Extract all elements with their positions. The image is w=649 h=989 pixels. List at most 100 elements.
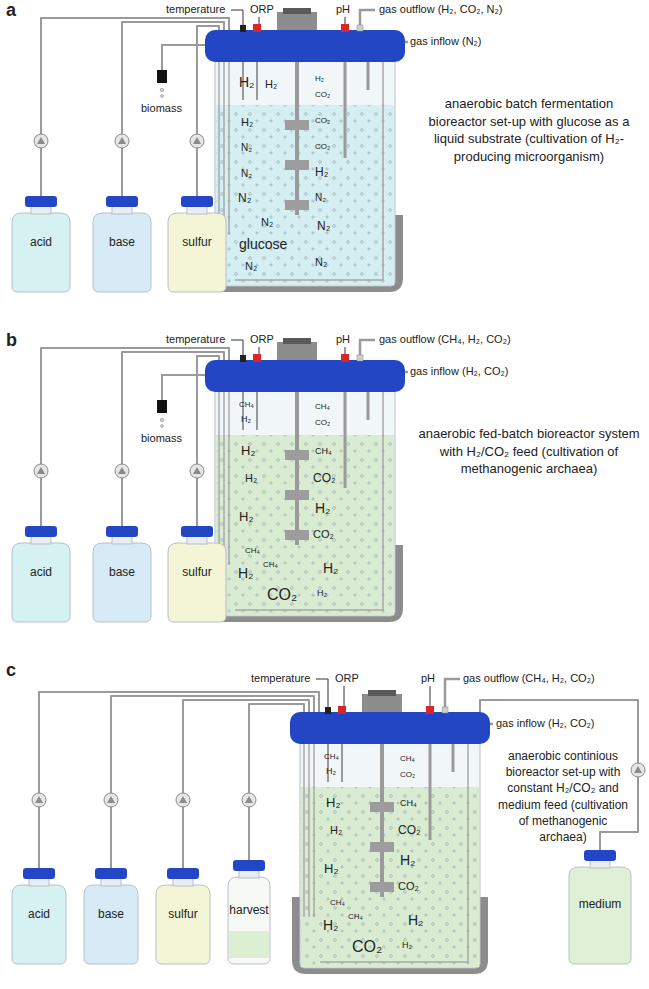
pump-body [34,464,48,478]
gas-label: CO₂ [352,938,382,956]
gas-label: CO₂ [313,472,336,486]
gas-label: H₂ [323,917,339,933]
gas-label: N₂ [315,256,327,269]
pump-arrow [35,796,43,803]
gas-label: H₂ [241,444,255,459]
bottle-body [12,885,66,964]
bottle-label: base [80,908,142,922]
gas-label: H₂ [326,766,336,776]
bottle-cap [106,196,138,207]
bottle-cap [181,196,213,207]
gas-label: H₂ [241,116,253,129]
description-text: anaerobic continious bioreactor set-up w… [497,748,629,845]
pump-arrow [179,796,187,803]
pump-body [631,763,645,777]
pump-arrow [634,766,642,773]
pump-body [176,793,190,807]
bottle-cap [23,868,55,879]
feed-tube [480,700,638,850]
bottle-cap [167,868,199,879]
gas-label: N₂ [238,192,251,206]
reservoir-bottle: sulfur [164,196,230,292]
bioreactor-vessel: H₂H₂H₂CO₂H₂CO₂N₂CO₂N₂H₂N₂N₂N₂glucoseN₂N₂… [205,30,405,292]
gas-label: H₂ [402,940,412,950]
bottle-label: sulfur [164,236,230,250]
gas-label: H₂ [265,78,277,91]
gas-label: H₂ [324,862,338,877]
reservoir-bottle: acid [8,868,70,964]
bottle-body [84,885,138,964]
feed-tube [111,696,314,868]
description-text: anaerobic batch fermentation bioreactor … [418,95,640,165]
substrate-label: glucose [239,236,287,252]
reservoir-bottle: medium [565,850,635,964]
gas-label: CH₄ [324,752,339,761]
gas-label: CO₂ [315,90,330,99]
pump-body [115,464,129,478]
reservoir-bottle: sulfur [152,868,214,964]
pump-body [242,793,256,807]
pump-body [34,134,48,148]
pump-arrow [118,137,126,144]
description-text: anaerobic fed-batch bioreactor system wi… [418,425,640,478]
bottle-body [168,543,226,622]
gas-label: CH₄ [330,898,345,907]
vessel-shape [205,8,405,292]
gas-label: H₂ [315,166,328,180]
gas-label: CH₄ [245,546,260,555]
bottle-label: harvest [224,904,274,918]
pump-arrow [193,137,201,144]
gas-label: CH₄ [239,400,254,409]
pump-arrow [118,467,126,474]
gas-label: H₂ [245,472,257,485]
part-label: gas outflow (CH₄, H₂, CO₂) [463,672,595,685]
reservoir-bottle: acid [8,526,74,622]
bottle-cap [584,850,616,861]
gas-label: N₂ [261,216,273,229]
gas-label: N₂ [241,142,252,154]
part-label: gas outflow (CH₄, H₂, CO₂) [379,333,511,346]
feed-tube [41,348,229,526]
gas-label: N₂ [245,260,257,273]
gas-label: H₂ [330,824,342,837]
pump-body [104,793,118,807]
bottle-label: base [89,566,155,580]
pump-body [115,134,129,148]
gas-label: CH₄ [315,446,332,456]
reservoir-bottle: base [80,868,142,964]
part-label: temperature [166,333,225,346]
gas-label: H₂ [239,510,253,525]
gas-label: CH₄ [315,402,330,411]
bottle-cap [181,526,213,537]
bottle-liquid [229,931,269,958]
part-label: gas inflow (N₂) [410,35,482,48]
gas-label: N₂ [315,192,326,204]
pump-arrow [107,796,115,803]
part-label: pH [336,333,350,346]
bottle-label: base [89,236,155,250]
panel-letter: a [6,0,16,21]
bottle-cap [95,868,127,879]
reservoir-bottle: acid [8,196,74,292]
panel-letter: b [6,330,17,351]
vessel-shape [290,690,490,974]
bottle-label: acid [8,236,74,250]
gas-label: CH₄ [400,798,417,808]
reservoir-bottle: base [89,526,155,622]
gas-label: H₂ [241,414,251,424]
bottle-label: medium [565,898,635,912]
gas-label: H₂ [326,796,340,811]
part-label: biomass [141,102,182,115]
feed-tube [39,692,319,868]
pump-arrow [193,467,201,474]
gas-label: H₂ [315,74,324,83]
reservoir-bottle: harvest [224,860,274,964]
bottle-cap [106,526,138,537]
feed-tube [41,18,229,196]
bioreactor-vessel: CH₄H₂CH₄CO₂H₂CH₄H₂CO₂H₂H₂CO₂CH₄H₂CH₄H₂CO… [205,360,405,622]
part-label: temperature [166,3,225,16]
pump-body [32,793,46,807]
vessel-drawing [290,690,490,974]
gas-label: H₂ [315,500,331,516]
pump-body [190,134,204,148]
